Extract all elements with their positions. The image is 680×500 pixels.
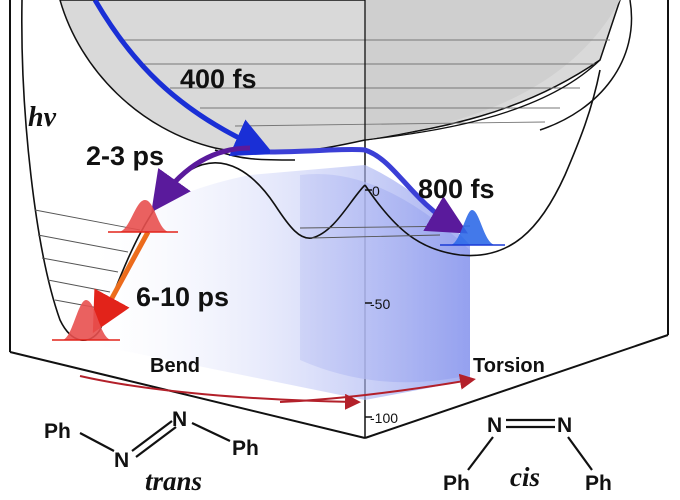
arrow-2-3ps bbox=[151, 145, 251, 213]
shaded-cylinder bbox=[300, 173, 470, 383]
cis-azobenzene-structure: N N Ph Ph cis bbox=[443, 414, 612, 495]
tick-label: -50 bbox=[370, 296, 390, 312]
cis-n-right: N bbox=[557, 414, 572, 437]
cis-ph-left: Ph bbox=[443, 472, 470, 495]
trans-n-top: N bbox=[172, 408, 187, 431]
excited-state-surface bbox=[59, 0, 633, 155]
time-400fs-label: 400 fs bbox=[180, 64, 257, 94]
trans-n-bottom: N bbox=[114, 449, 129, 472]
vibrational-levels bbox=[34, 209, 471, 310]
trans-ph-left: Ph bbox=[44, 420, 71, 443]
cis-n-left: N bbox=[487, 414, 502, 437]
trans-azobenzene-structure: Ph N N Ph trans bbox=[44, 408, 259, 496]
time-800fs-label: 800 fs bbox=[418, 174, 495, 204]
tick-label: 0 bbox=[372, 183, 380, 199]
coordinate-axes bbox=[79, 373, 476, 410]
arrow-800fs bbox=[269, 146, 468, 234]
trans-ph-right: Ph bbox=[232, 437, 259, 460]
red-wavepacket-icon bbox=[52, 300, 120, 341]
red-wavepacket-icon bbox=[108, 200, 178, 233]
arrow-400fs bbox=[92, 0, 274, 157]
hv-label: hv bbox=[28, 102, 57, 133]
energy-axis-ticks bbox=[365, 189, 372, 418]
time-2-3ps-label: 2-3 ps bbox=[86, 141, 164, 171]
blue-wavepacket-icon bbox=[440, 210, 505, 246]
time-6-10ps-label: 6-10 ps bbox=[136, 282, 229, 312]
cis-ph-right: Ph bbox=[585, 472, 612, 495]
torsion-axis-label: Torsion bbox=[473, 355, 545, 377]
bend-axis-label: Bend bbox=[150, 355, 200, 377]
arrow-6-10ps bbox=[92, 230, 151, 334]
tick-label: -100 bbox=[370, 410, 398, 426]
trans-label: trans bbox=[145, 466, 202, 496]
cis-label: cis bbox=[510, 462, 540, 492]
